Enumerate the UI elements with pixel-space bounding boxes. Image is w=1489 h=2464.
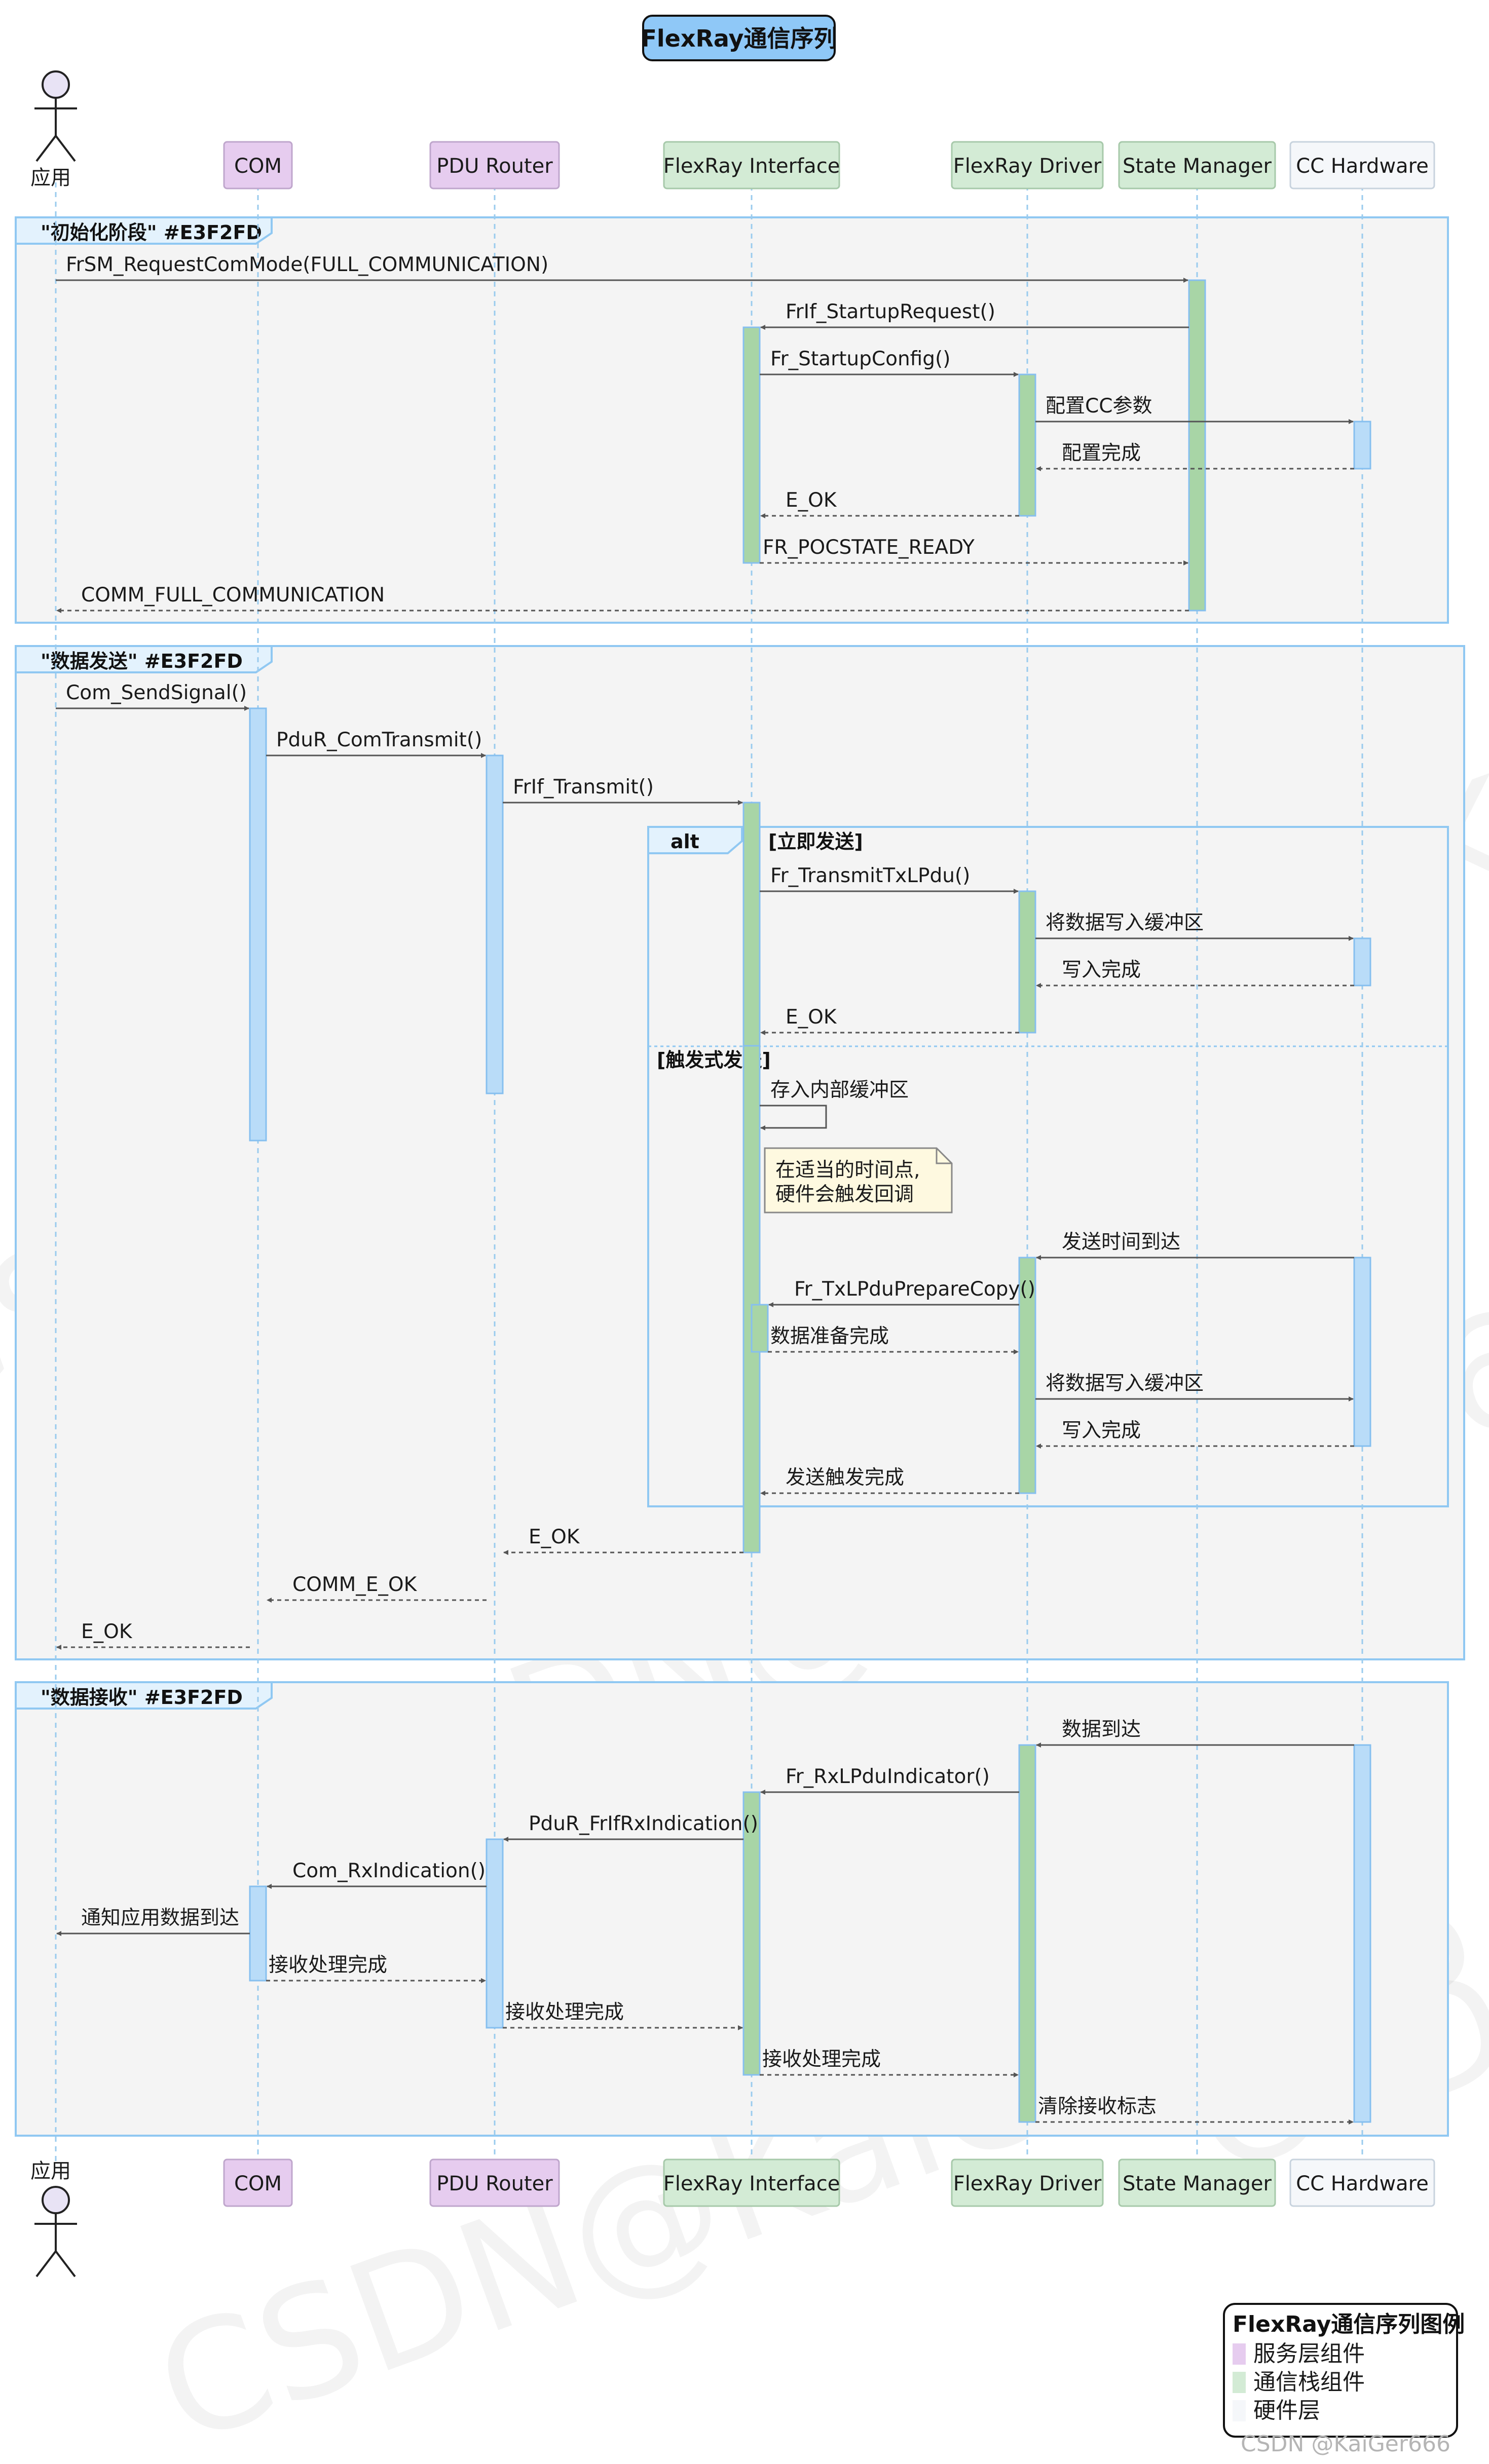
svg-text:State Manager: State Manager	[1123, 155, 1272, 178]
msg-label: 存入内部缓冲区	[770, 1079, 909, 1102]
msg-label: E_OK	[81, 1620, 133, 1643]
svg-text:硬件会触发回调: 硬件会触发回调	[775, 1183, 914, 1206]
msg-label: Fr_StartupConfig()	[770, 348, 950, 370]
svg-text:PDU Router: PDU Router	[436, 155, 553, 178]
msg-label: E_OK	[786, 489, 837, 512]
svg-text:FlexRay Driver: FlexRay Driver	[953, 2172, 1102, 2195]
participant-frdrv-bottom: FlexRay Driver	[951, 2158, 1104, 2207]
activation-bars	[249, 279, 1371, 2123]
participant-sm-bottom: State Manager	[1118, 2158, 1276, 2207]
legend-label: 通信栈组件	[1253, 2369, 1365, 2395]
participant-com-top: COM	[223, 141, 293, 189]
actor-app-top: 应用	[30, 70, 77, 189]
msg-label: COMM_E_OK	[292, 1573, 418, 1596]
msg-label: Fr_RxLPduIndicator()	[786, 1765, 990, 1788]
svg-text:"初始化阶段" #E3F2FD: "初始化阶段" #E3F2FD	[41, 221, 262, 244]
msg-label: 接收处理完成	[762, 2048, 881, 2071]
note-callback: 在适当的时间点, 硬件会触发回调	[764, 1147, 953, 1214]
svg-text:CC Hardware: CC Hardware	[1296, 2172, 1429, 2195]
msg-label: 发送时间到达	[1062, 1231, 1180, 1254]
msg-label: 数据到达	[1062, 1718, 1141, 1741]
svg-text:CC Hardware: CC Hardware	[1296, 155, 1429, 178]
svg-text:在适当的时间点,: 在适当的时间点,	[775, 1159, 920, 1182]
msg-label: 将数据写入缓冲区	[1046, 912, 1204, 934]
messages	[56, 278, 1354, 2125]
legend-label: 硬件层	[1253, 2398, 1320, 2423]
participant-com-bottom: COM	[223, 2158, 293, 2207]
participant-pdur-top: PDU Router	[429, 141, 560, 189]
msg-self-loop	[760, 1105, 827, 1130]
legend-swatch	[1233, 2372, 1246, 2393]
svg-text:PDU Router: PDU Router	[436, 2172, 553, 2195]
svg-text:[立即发送]: [立即发送]	[768, 830, 863, 853]
msg-label: FrIf_Transmit()	[513, 776, 654, 799]
participant-frif-bottom: FlexRay Interface	[663, 2158, 840, 2207]
svg-text:应用: 应用	[30, 2159, 71, 2183]
actor-app-bottom: 应用	[30, 2159, 77, 2278]
msg-label: 配置CC参数	[1046, 395, 1152, 418]
legend-swatch	[1233, 2343, 1246, 2365]
legend-title: FlexRay通信序列图例	[1233, 2311, 1465, 2337]
svg-text:FlexRay Interface: FlexRay Interface	[663, 2172, 840, 2195]
legend-swatch	[1233, 2400, 1246, 2421]
msg-label: 写入完成	[1062, 959, 1141, 981]
msg-label: E_OK	[786, 1006, 837, 1029]
msg-label: Fr_TxLPduPrepareCopy()	[794, 1278, 1035, 1301]
group-init: "初始化阶段" #E3F2FD	[15, 216, 1449, 624]
participant-frdrv-top: FlexRay Driver	[951, 141, 1104, 189]
participant-pdur-bottom: PDU Router	[429, 2158, 560, 2207]
svg-text:FlexRay Interface: FlexRay Interface	[663, 155, 840, 178]
msg-label: E_OK	[529, 1526, 580, 1548]
watermark-text: CSDN @KaiGer666	[1241, 2431, 1450, 2457]
msg-label: COMM_FULL_COMMUNICATION	[81, 584, 385, 606]
msg-label: PduR_ComTransmit()	[276, 729, 482, 751]
svg-text:alt: alt	[671, 830, 699, 853]
msg-label: Com_SendSignal()	[66, 681, 247, 704]
msg-label: PduR_FrIfRxIndication()	[529, 1812, 758, 1835]
msg-label: Fr_TransmitTxLPdu()	[770, 864, 970, 887]
svg-text:"数据发送" #E3F2FD: "数据发送" #E3F2FD	[41, 650, 243, 672]
diagram-title: FlexRay通信序列	[641, 15, 837, 61]
msg-label: FR_POCSTATE_READY	[763, 536, 975, 559]
participant-sm-top: State Manager	[1118, 141, 1276, 189]
msg-label: 接收处理完成	[269, 1954, 387, 1977]
msg-label: 数据准备完成	[770, 1325, 889, 1348]
participant-cc-bottom: CC Hardware	[1289, 2158, 1435, 2207]
msg-label: 通知应用数据到达	[81, 1907, 239, 1929]
msg-label: FrSM_RequestComMode(FULL_COMMUNICATION)	[66, 253, 548, 276]
svg-text:COM: COM	[234, 2172, 282, 2195]
svg-text:State Manager: State Manager	[1123, 2172, 1272, 2195]
legend-label: 服务层组件	[1253, 2341, 1365, 2367]
message-labels: FrSM_RequestComMode(FULL_COMMUNICATION) …	[66, 253, 1204, 2118]
legend: FlexRay通信序列图例 服务层组件 通信栈组件 硬件层	[1223, 2303, 1465, 2438]
svg-text:COM: COM	[234, 155, 282, 178]
svg-text:"数据接收" #E3F2FD: "数据接收" #E3F2FD	[41, 1686, 243, 1709]
msg-label: 将数据写入缓冲区	[1046, 1372, 1204, 1395]
msg-label: Com_RxIndication()	[292, 1860, 486, 1882]
participant-cc-top: CC Hardware	[1289, 141, 1435, 189]
msg-label: FrIf_StartupRequest()	[786, 300, 995, 323]
msg-label: 发送触发完成	[786, 1466, 904, 1489]
svg-text:应用: 应用	[30, 166, 71, 189]
msg-label: 写入完成	[1062, 1419, 1141, 1442]
msg-label: 清除接收标志	[1038, 2095, 1157, 2118]
svg-text:FlexRay通信序列: FlexRay通信序列	[641, 25, 837, 52]
participant-frif-top: FlexRay Interface	[663, 141, 840, 189]
msg-label: 接收处理完成	[505, 2001, 624, 2024]
msg-label: 配置完成	[1062, 442, 1141, 465]
svg-text:FlexRay Driver: FlexRay Driver	[953, 155, 1102, 178]
